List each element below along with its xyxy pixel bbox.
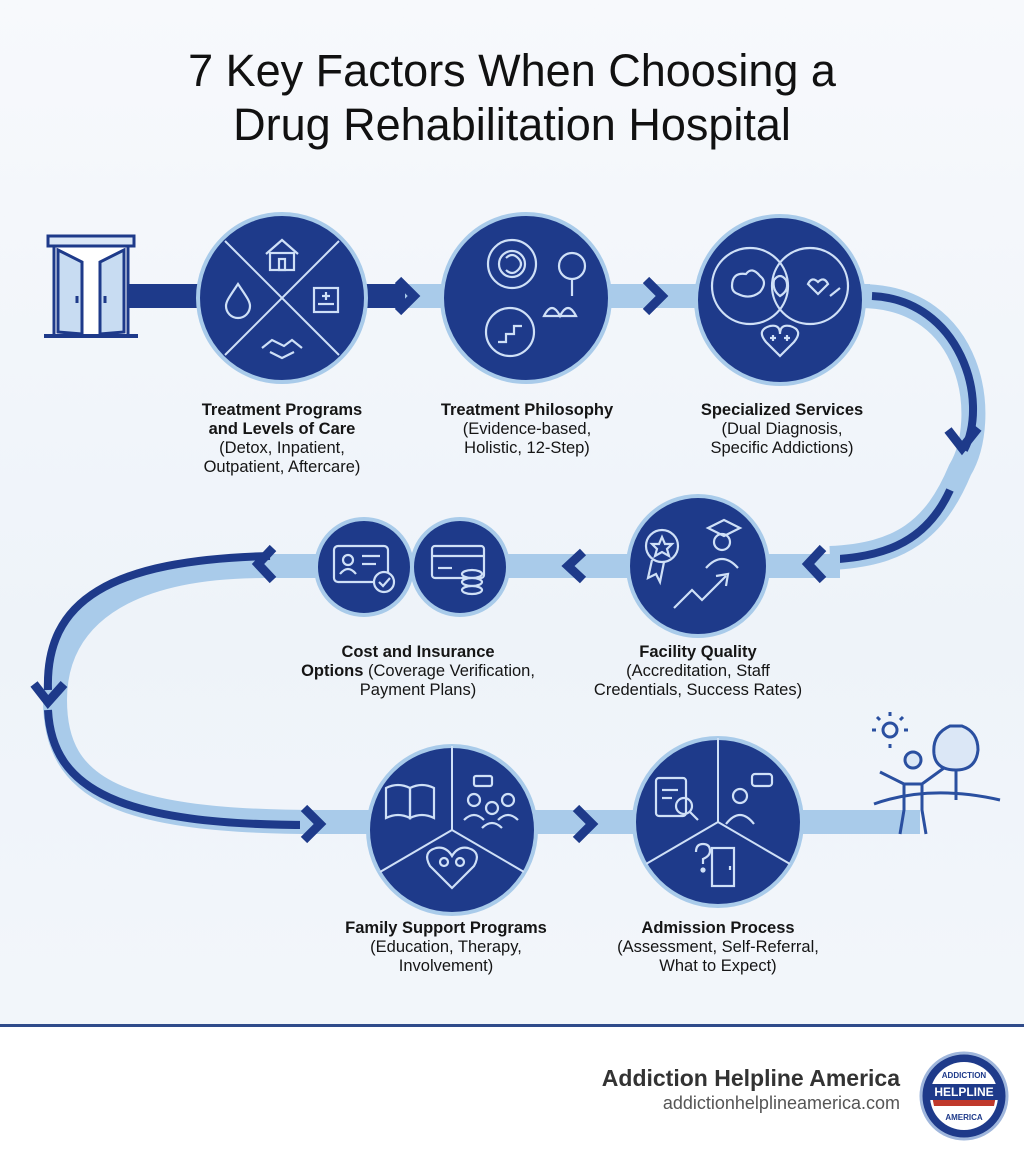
factor-5-circles: [314, 517, 510, 617]
tree-icon: [557, 251, 587, 296]
flow-diagram: [30, 212, 1001, 916]
door-icon: [44, 234, 138, 338]
stairs-cycle-icon: [484, 306, 536, 358]
arrow-1: [394, 276, 421, 316]
arrow-2: [642, 276, 669, 316]
heart-pill-icon: [806, 278, 841, 297]
factor-2-label: Treatment Philosophy (Evidence-based, Ho…: [441, 401, 613, 458]
arrow-9: [572, 804, 599, 844]
factor-3-circle: [694, 214, 866, 386]
title-line-2: Drug Rehabilitation Hospital: [233, 99, 791, 150]
arrow-3: [944, 425, 982, 456]
factor-2-circle: [440, 212, 612, 384]
clipboard-search-icon: [654, 776, 699, 821]
brand-logo: HELPLINE ADDICTION AMERICA: [919, 1051, 1009, 1141]
page-title: 7 Key Factors When Choosing a Drug Rehab…: [0, 44, 1024, 152]
graduate-icon: [705, 518, 743, 569]
id-card-check-icon: [332, 544, 396, 594]
award-badge-icon: [644, 528, 680, 586]
arrow-7: [30, 681, 68, 710]
factor-5-detail-inline: (Coverage Verification,: [368, 662, 535, 680]
book-icon: [384, 783, 436, 820]
factor-7-detail-line2: What to Expect): [659, 957, 777, 975]
title-line-1: 7 Key Factors When Choosing a: [188, 45, 836, 96]
footer: [0, 1024, 1024, 1157]
heart-plus-icon: [760, 324, 800, 358]
logo-bottom-text: AMERICA: [945, 1113, 983, 1122]
factor-4-detail-line2: Credentials, Success Rates): [593, 681, 803, 699]
credit-card-coins-icon: [430, 544, 486, 596]
arrow-4: [801, 544, 827, 584]
factor-1-circle: [196, 212, 368, 384]
factor-2-detail-line1: (Evidence-based,: [462, 420, 592, 438]
factor-4-detail-line1: (Accreditation, Staff: [626, 662, 770, 680]
factor-7-title: Admission Process: [641, 919, 795, 937]
person-sun-tree-icon: [872, 712, 1001, 835]
factor-7-label: Admission Process (Assessment, Self-Refe…: [617, 919, 819, 976]
hospital-icon: [312, 286, 340, 314]
house-icon: [265, 238, 299, 272]
factor-1-title-line2: and Levels of Care: [208, 420, 356, 438]
factor-6-label: Family Support Programs (Education, Ther…: [345, 919, 547, 976]
arrow-8: [300, 804, 327, 844]
factor-2-detail-line2: Holistic, 12-Step): [464, 439, 590, 457]
factor-6-circle: [366, 744, 538, 916]
water-drop-icon: [224, 282, 252, 320]
factor-5-detail-line2: Payment Plans): [359, 681, 477, 699]
door-question-icon: [694, 842, 736, 888]
phone-call-icon: [725, 772, 774, 825]
brand-name: Addiction Helpline America: [601, 1065, 900, 1091]
lotus-icon: [542, 306, 578, 319]
factor-5-title-line2: Options: [301, 662, 364, 680]
factor-5-label: Cost and Insurance Options (Coverage Ver…: [301, 643, 535, 700]
trend-up-icon: [673, 572, 730, 609]
factor-1-detail-line1: (Detox, Inpatient,: [219, 439, 345, 457]
logo-top-text: ADDICTION: [942, 1071, 987, 1080]
factor-3-detail-line1: (Dual Diagnosis,: [721, 420, 843, 438]
factor-6-detail-line2: Involvement): [398, 957, 494, 975]
factor-4-circle: [626, 494, 770, 638]
factor-1-label: Treatment Programs and Levels of Care (D…: [202, 401, 362, 477]
factor-7-detail-line1: (Assessment, Self-Referral,: [617, 938, 819, 956]
factor-5-title-line1: Cost and Insurance: [341, 643, 495, 661]
family-heart-icon: [425, 846, 479, 890]
arrow-5: [561, 548, 587, 584]
factor-1-title-line1: Treatment Programs: [201, 401, 363, 419]
arrow-6: [251, 544, 277, 584]
factor-6-title: Family Support Programs: [345, 919, 547, 937]
brain-icon: [730, 269, 789, 298]
flow-arrows: [30, 276, 982, 844]
factor-1-detail-line2: Outpatient, Aftercare): [203, 458, 361, 476]
brain-gear-icon: [486, 238, 538, 290]
factor-4-label: Facility Quality (Accreditation, Staff C…: [594, 643, 802, 700]
factor-3-label: Specialized Services (Dual Diagnosis, Sp…: [701, 401, 863, 458]
factor-3-detail-line2: Specific Addictions): [710, 439, 854, 457]
group-chat-icon: [463, 774, 519, 829]
logo-mid-text: HELPLINE: [934, 1085, 993, 1099]
handshake-icon: [261, 338, 303, 360]
brand-url[interactable]: addictionhelplineamerica.com: [662, 1093, 900, 1113]
factor-3-title: Specialized Services: [700, 401, 864, 419]
brand: Addiction Helpline America addictionhelp…: [602, 1064, 900, 1114]
factor-7-circle: [632, 736, 804, 908]
factor-6-detail-line1: (Education, Therapy,: [370, 938, 522, 956]
factor-4-title: Facility Quality: [639, 643, 757, 661]
factor-2-title: Treatment Philosophy: [440, 401, 614, 419]
